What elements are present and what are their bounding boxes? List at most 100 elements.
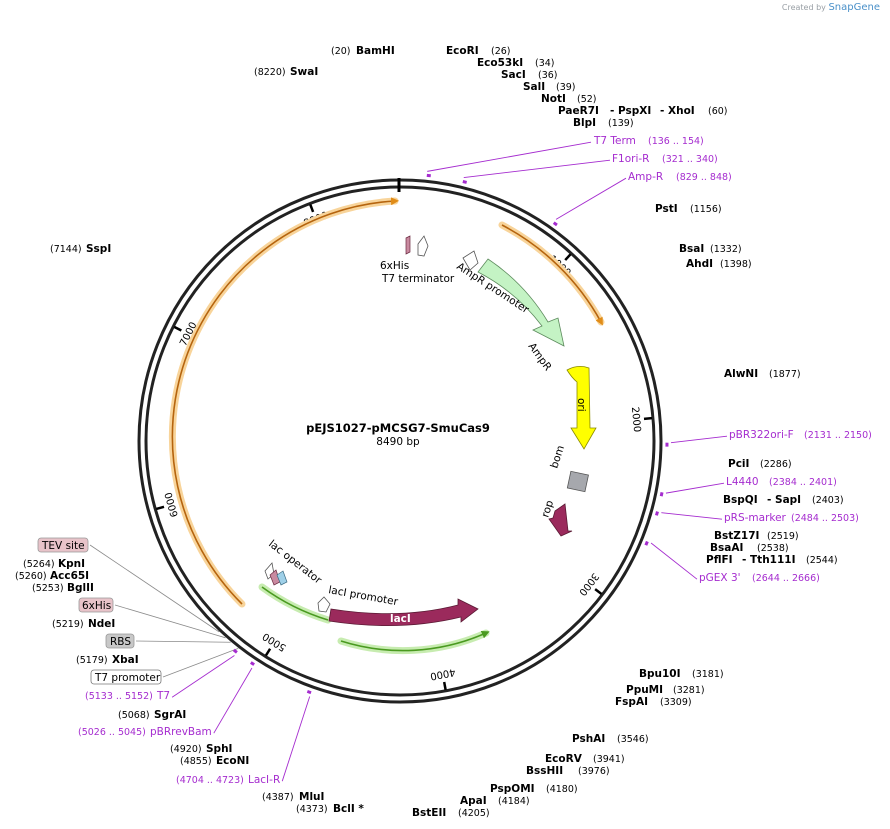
enzyme-name[interactable]: AlwNI (724, 368, 758, 380)
enzyme-name[interactable]: MluI (299, 791, 324, 803)
enzyme-name[interactable]: BsaAI (710, 542, 743, 554)
tick-label: 4000 (429, 666, 456, 681)
enzyme-name[interactable]: SwaI (290, 66, 318, 78)
enzyme-name[interactable]: BglII (67, 582, 94, 594)
rop-feature[interactable] (548, 503, 573, 537)
enzyme-name[interactable]: Acc65I (50, 570, 89, 582)
enzyme-name[interactable]: - SapI (767, 494, 801, 506)
enzyme-name[interactable]: BstEII (412, 807, 446, 819)
enzyme-name[interactable]: PshAI (572, 733, 605, 745)
t7-promoter-bg (90, 669, 162, 685)
primer-name[interactable]: Amp-R (628, 171, 663, 183)
his-tag-top-feature[interactable] (405, 235, 411, 255)
enzyme-pos: (3976) (578, 766, 610, 777)
enzyme-name[interactable]: PflFI (706, 554, 733, 566)
primer-name[interactable]: pBRrevBam (150, 726, 212, 738)
enzyme-pos: (2403) (812, 495, 844, 506)
laci-feature[interactable] (328, 598, 479, 627)
enzyme-name[interactable]: PaeR7I (558, 105, 599, 117)
primer-name[interactable]: T7 (156, 690, 170, 702)
enzyme-name[interactable]: NdeI (88, 618, 115, 630)
ori-feature[interactable] (566, 366, 597, 450)
enzyme-name[interactable]: PspOMI (490, 783, 535, 795)
enzyme-name[interactable]: FspAI (615, 696, 648, 708)
tick-mark (309, 204, 315, 213)
laci-promoter-feature[interactable] (317, 596, 331, 613)
enzyme-name[interactable]: BstZ17I (714, 530, 759, 542)
enzyme-name[interactable]: KpnI (58, 558, 85, 570)
enzyme-name[interactable]: BssHII (526, 765, 563, 777)
enzyme-name[interactable]: PpuMI (626, 684, 663, 696)
enzyme-name[interactable]: AhdI (686, 258, 713, 270)
enzyme-name[interactable]: - Tth111I (742, 554, 796, 566)
enzyme-name[interactable]: BclI * (333, 803, 364, 815)
his-tag-bg (78, 597, 114, 613)
enzyme-name[interactable]: EcoRV (545, 753, 583, 765)
primer-name[interactable]: T7 Term (593, 135, 636, 147)
enzyme-pos: (20) (331, 46, 351, 57)
tev-site-bg (37, 537, 89, 553)
bom-feature[interactable] (566, 470, 589, 493)
ampr-label: AmpR (526, 341, 554, 373)
primer-name[interactable]: F1ori-R (612, 153, 649, 165)
enzyme-pos: (4387) (262, 792, 294, 803)
brand-prefix: Created by (781, 3, 826, 12)
t7-terminator-feature[interactable] (417, 235, 429, 257)
t7-promoter-box[interactable]: T7 promoter (90, 669, 162, 685)
rbs-feature[interactable] (276, 570, 288, 586)
his-tag-box[interactable]: 6xHis (78, 597, 114, 613)
enzyme-pos: (5253) (32, 583, 64, 594)
enzyme-name[interactable]: ApaI (460, 795, 487, 807)
enzyme-name[interactable]: EcoNI (216, 755, 249, 767)
ampr-promoter-feature[interactable] (462, 250, 479, 271)
enzyme-pos: (7144) (50, 244, 82, 255)
enzyme-pos: (60) (708, 106, 728, 117)
tev-site-box[interactable]: TEV site (37, 537, 89, 553)
enzyme-name[interactable]: XbaI (112, 654, 139, 666)
rbs-box[interactable]: RBS (105, 633, 135, 649)
enzyme-name[interactable]: SspI (86, 243, 111, 255)
enzyme-name[interactable]: NotI (541, 93, 566, 105)
enzyme-pos: (26) (491, 46, 511, 57)
rbs-bg (105, 633, 135, 649)
enzyme-name[interactable]: Eco53kI (477, 57, 523, 69)
enzyme-pos: (139) (608, 118, 634, 129)
enzyme-name[interactable]: - PspXI (610, 105, 651, 117)
primer-mark (659, 492, 664, 497)
enzyme-name[interactable]: Bpu10I (639, 668, 681, 680)
primer-name[interactable]: LacI-R (248, 774, 280, 786)
enzyme-pos: (4920) (170, 744, 202, 755)
enzyme-pos: (5264) (23, 559, 55, 570)
ampr-feature[interactable] (477, 258, 565, 347)
tick-mark (594, 588, 603, 595)
enzyme-name[interactable]: BamHI (356, 45, 395, 57)
primer-name[interactable]: pBR322ori-F (729, 429, 794, 441)
enzyme-name[interactable]: BspQI (723, 494, 758, 506)
enzyme-name[interactable]: PciI (728, 458, 749, 470)
primer-range: (2484 .. 2503) (791, 513, 859, 524)
primer-name[interactable]: pRS-marker (724, 512, 787, 524)
primer-name[interactable]: L4440 (726, 476, 759, 488)
primer-range: (829 .. 848) (676, 172, 732, 183)
primer-mark (306, 689, 312, 695)
enzyme-name[interactable]: SgrAI (154, 709, 186, 721)
enzyme-pos: (5219) (52, 619, 84, 630)
tick-label: 5000 (261, 630, 288, 653)
enzyme-name[interactable]: SalI (523, 81, 545, 93)
feature-callout (135, 640, 231, 643)
primer-range: (2131 .. 2150) (804, 430, 872, 441)
enzyme-name[interactable]: PstI (655, 203, 678, 215)
primer-range: (5026 .. 5045) (78, 727, 146, 738)
orf-arc-3 (261, 586, 329, 621)
tev-site-label: TEV site (41, 540, 85, 552)
enzyme-name[interactable]: SacI (501, 69, 526, 81)
bom-label: bom (548, 444, 567, 470)
primer-callout (665, 482, 725, 494)
enzyme-name[interactable]: EcoRI (446, 45, 479, 57)
enzyme-name[interactable]: BsaI (679, 243, 704, 255)
enzyme-name[interactable]: BlpI (573, 117, 596, 129)
enzyme-name[interactable]: SphI (206, 743, 232, 755)
enzyme-name[interactable]: - XhoI (660, 105, 695, 117)
his-tag-box-label: 6xHis (82, 600, 111, 612)
primer-name[interactable]: pGEX 3' (699, 572, 741, 584)
